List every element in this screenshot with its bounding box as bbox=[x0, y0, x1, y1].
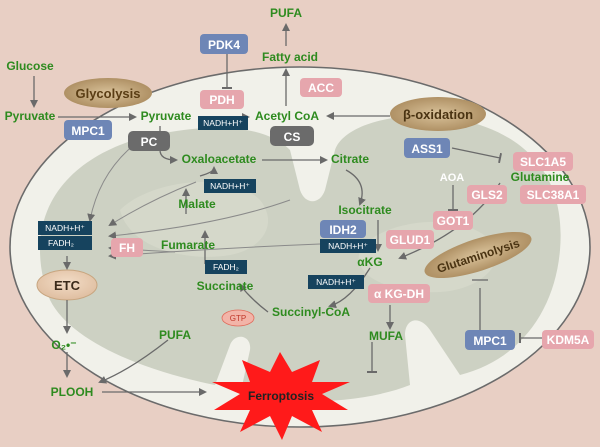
pc-box bbox=[128, 131, 170, 151]
gtp-oval bbox=[221, 309, 255, 327]
fh-box bbox=[111, 238, 143, 257]
pdh-box bbox=[200, 90, 244, 109]
akg-dh-box bbox=[368, 284, 430, 303]
pdh-label: PDH bbox=[209, 93, 234, 107]
mpc1-bottom-box bbox=[465, 330, 515, 350]
glucose-label: Glucose bbox=[6, 59, 54, 73]
pdk4-box bbox=[200, 34, 248, 54]
glud1-box bbox=[386, 230, 434, 249]
nadh-etc-label: NADH+H⁺ bbox=[45, 223, 85, 233]
carrier-flow-line bbox=[108, 181, 197, 227]
pc-label: PC bbox=[141, 135, 158, 149]
kdm5a-label: KDM5A bbox=[547, 333, 590, 347]
akg-dh-label: α KG-DH bbox=[374, 287, 424, 301]
citrate-to-isocitrate-arrow bbox=[345, 169, 366, 206]
nadh-pdh-label: NADH+H⁺ bbox=[203, 118, 243, 128]
mpc1-top-label: MPC1 bbox=[71, 124, 105, 138]
cs-label: CS bbox=[284, 130, 301, 144]
cs-box bbox=[270, 126, 314, 146]
fatty-acid-label: Fatty acid bbox=[262, 50, 318, 64]
glud1-label: GLUD1 bbox=[390, 233, 431, 247]
succinate-label: Succinate bbox=[197, 279, 254, 293]
glutamine-label: Glutamine bbox=[511, 170, 570, 184]
got1-box bbox=[433, 211, 473, 230]
acc-box bbox=[300, 78, 342, 97]
aoa-label: AOA bbox=[440, 172, 465, 184]
pufa-bottom-label: PUFA bbox=[159, 328, 191, 342]
superoxide-label: O₂•⁻ bbox=[51, 338, 76, 352]
mpc1-bottom-label: MPC1 bbox=[473, 334, 507, 348]
succinylcoa-to-succinate-arrow bbox=[238, 283, 269, 313]
oxaloacetate-label: Oxaloacetate bbox=[182, 152, 257, 166]
pufa-top-label: PUFA bbox=[270, 6, 302, 20]
glycolysis-label: Glycolysis bbox=[75, 86, 140, 101]
ass1-inhibits-slc1a5 bbox=[451, 147, 502, 164]
nadh-malate-box bbox=[204, 179, 256, 193]
gtp-label: GTP bbox=[230, 314, 246, 323]
pufa-to-plooh-arrow bbox=[98, 339, 169, 384]
fadh2-succinate-box bbox=[205, 260, 247, 274]
beta-oxidation-oval bbox=[390, 97, 486, 131]
gls2-label: GLS2 bbox=[471, 188, 503, 202]
beta-oxidation-label: β-oxidation bbox=[403, 107, 473, 122]
malate-label: Malate bbox=[178, 197, 216, 211]
cristae-lumen bbox=[120, 181, 269, 257]
idh2-box bbox=[320, 220, 366, 238]
citrate-label: Citrate bbox=[331, 152, 369, 166]
nadh-malate-label: NADH+H⁺ bbox=[210, 181, 250, 191]
fumarate-label: Fumarate bbox=[161, 238, 215, 252]
ass1-box bbox=[404, 138, 450, 158]
akg-label: αKG bbox=[357, 255, 382, 269]
gls2-box bbox=[467, 185, 507, 204]
nadh-idh2-label: NADH+H⁺ bbox=[328, 241, 368, 251]
glutaminolysis-oval bbox=[424, 231, 532, 279]
nadh-idh2-box bbox=[320, 239, 376, 253]
plooh-label: PLOOH bbox=[51, 385, 94, 399]
etc-label: ETC bbox=[54, 278, 81, 293]
mpc1-top-box bbox=[64, 120, 112, 140]
pyruvate-mito-label: Pyruvate bbox=[141, 109, 192, 123]
slc38a1-label: SLC38A1 bbox=[527, 188, 580, 202]
got1-label: GOT1 bbox=[437, 214, 470, 228]
nadh-akg-label: NADH+H⁺ bbox=[316, 277, 356, 287]
ferroptosis-starburst bbox=[212, 352, 350, 440]
acc-label: ACC bbox=[308, 81, 334, 95]
pdk4-label: PDK4 bbox=[208, 38, 240, 52]
idh2-label: IDH2 bbox=[329, 223, 357, 237]
slc1a5-box bbox=[513, 152, 573, 171]
nadh-etc-box bbox=[38, 221, 92, 235]
slc38a1-box bbox=[520, 185, 586, 204]
nadh-akg-box bbox=[308, 275, 364, 289]
slc1a5-label: SLC1A5 bbox=[520, 155, 566, 169]
mufa-label: MUFA bbox=[369, 329, 403, 343]
kdm5a-box bbox=[542, 330, 594, 349]
glycolysis-oval bbox=[64, 78, 152, 108]
isocitrate-label: Isocitrate bbox=[338, 203, 392, 217]
succinyl-coa-label: Succinyl-CoA bbox=[272, 305, 350, 319]
acetyl-coa-label: Acetyl CoA bbox=[255, 109, 319, 123]
fadh2-etc-label: FADH₂ bbox=[48, 238, 74, 248]
akg-to-succinylcoa-arrow bbox=[328, 267, 371, 309]
fadh2-etc-box bbox=[38, 236, 92, 250]
ass1-label: ASS1 bbox=[411, 142, 443, 156]
fadh2-succinate-label: FADH₂ bbox=[213, 262, 239, 272]
pyruvate-cytosol-label: Pyruvate bbox=[5, 109, 56, 123]
fh-label: FH bbox=[119, 241, 135, 255]
malate-to-oaa-arrow bbox=[199, 166, 218, 177]
carrier-flow-line bbox=[108, 199, 291, 240]
nadh-pdh-box bbox=[198, 116, 248, 130]
ferroptosis-label: Ferroptosis bbox=[248, 389, 314, 403]
